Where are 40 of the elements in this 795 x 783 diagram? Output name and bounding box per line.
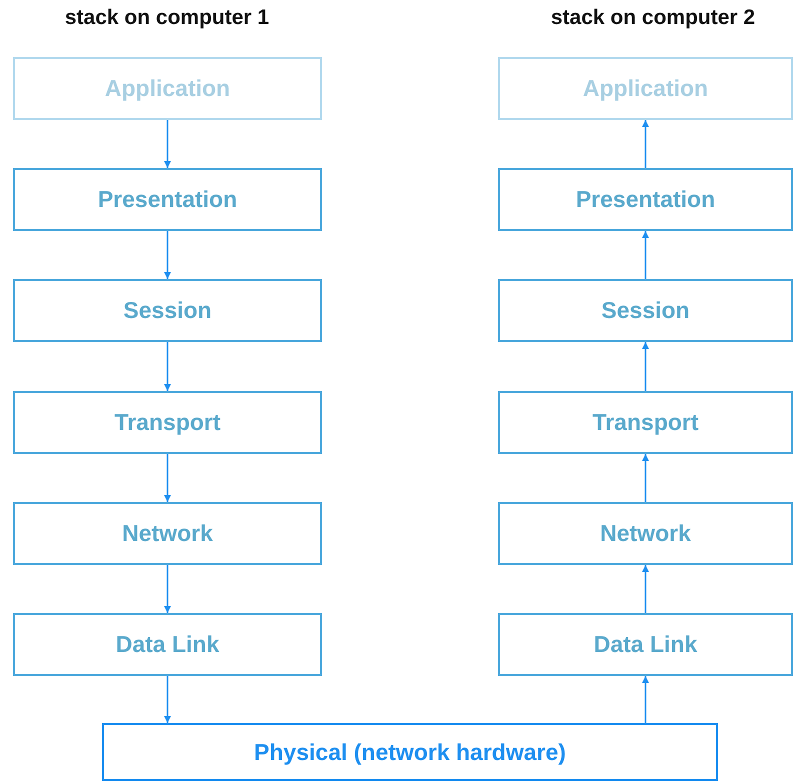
layer-box: [102, 723, 718, 781]
arrow: [642, 454, 649, 502]
arrow: [642, 231, 649, 279]
arrow: [164, 454, 171, 502]
layer-box: [498, 502, 793, 565]
layer-box: [498, 613, 793, 676]
arrow: [164, 120, 171, 168]
layer-box: [13, 279, 322, 342]
layer-name: Physical (network hardware): [254, 738, 566, 766]
arrow: [642, 342, 649, 391]
layer-name: Network: [122, 520, 213, 547]
layer-name: Session: [601, 297, 690, 324]
layer-box: [13, 502, 322, 565]
layer-box: [13, 613, 322, 676]
layer-name: Presentation: [98, 186, 238, 213]
arrow: [164, 565, 171, 613]
arrow: [164, 231, 171, 279]
layer-name: Presentation: [576, 186, 716, 213]
arrow: [164, 342, 171, 391]
layer-name: Data Link: [116, 631, 220, 658]
layer-name: Transport: [114, 409, 221, 436]
arrow: [164, 676, 171, 723]
stack-title: stack on computer 2: [550, 6, 756, 30]
layer-name: Application: [582, 75, 708, 102]
arrow: [642, 676, 649, 723]
layer-box: [13, 391, 322, 454]
layer-name: Data Link: [594, 631, 698, 658]
layer-box: [13, 168, 322, 231]
layer-name: Application: [104, 75, 230, 102]
layer-name: Network: [600, 520, 691, 547]
layer-name: Transport: [592, 409, 699, 436]
layer-box: [13, 57, 322, 120]
layer-box: [498, 279, 793, 342]
layer-box: [498, 168, 793, 231]
layer-name: Session: [123, 297, 212, 324]
layer-box: [498, 391, 793, 454]
layer-box: [498, 57, 793, 120]
stack-title: stack on computer 1: [64, 6, 270, 30]
arrow: [642, 565, 649, 613]
arrow: [642, 120, 649, 168]
